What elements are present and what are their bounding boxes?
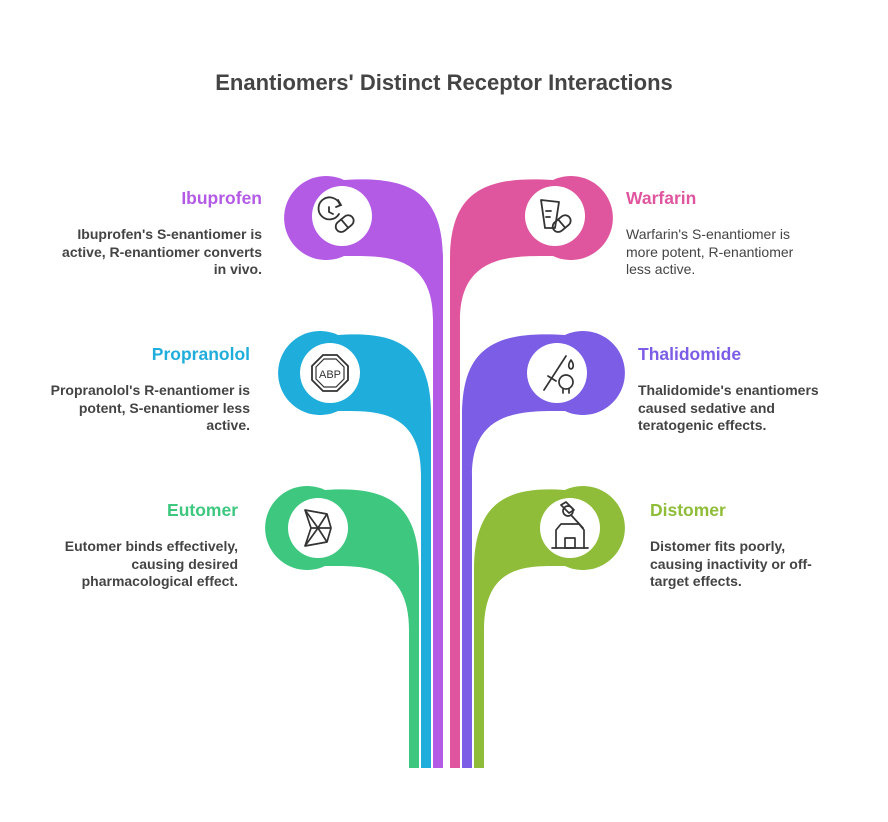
distomer-label: Distomer — [650, 500, 726, 520]
axe-building-icon — [551, 501, 589, 549]
warfarin-label: Warfarin — [626, 188, 697, 208]
eutomer-label: Eutomer — [167, 500, 238, 520]
distomer-icon-circle — [540, 498, 600, 558]
warfarin-description: Warfarin's S-enantiomer is more potent, … — [626, 226, 794, 277]
svg-text:ABP: ABP — [319, 369, 341, 381]
warfarin-icon-circle — [525, 186, 585, 246]
propranolol-label: Propranolol — [151, 344, 250, 364]
thalidomide-label: Thalidomide — [638, 344, 742, 364]
geometric-shape-icon — [304, 509, 332, 547]
distomer-stem — [474, 485, 625, 768]
syringe-skull-icon — [543, 355, 575, 394]
propranolol-stem — [278, 331, 431, 768]
eutomer-stem — [265, 486, 419, 768]
thalidomide-stem — [462, 331, 625, 768]
thalidomide-description: Thalidomide's enantiomers caused sedativ… — [638, 382, 819, 433]
thalidomide-icon-circle — [527, 343, 587, 403]
ibuprofen-description: Ibuprofen's S-enantiomer is active, R-en… — [62, 226, 262, 277]
clock-pill-icon — [317, 196, 355, 233]
warfarin-stem — [450, 176, 613, 768]
ibuprofen-stem — [284, 176, 443, 768]
propranolol-icon-circle — [300, 343, 360, 403]
cup-pill-icon — [540, 199, 572, 233]
propranolol-description: Propranolol's R-enantiomer is potent, S-… — [50, 382, 250, 433]
eutomer-description: Eutomer binds effectively, causing desir… — [64, 538, 238, 589]
distomer-description: Distomer fits poorly, causing inactivity… — [650, 538, 812, 589]
ibuprofen-icon-circle — [312, 186, 372, 246]
abp-octagon-icon: ABP — [311, 354, 349, 392]
ibuprofen-label: Ibuprofen — [181, 188, 262, 208]
page-title: Enantiomers' Distinct Receptor Interacti… — [215, 70, 673, 95]
